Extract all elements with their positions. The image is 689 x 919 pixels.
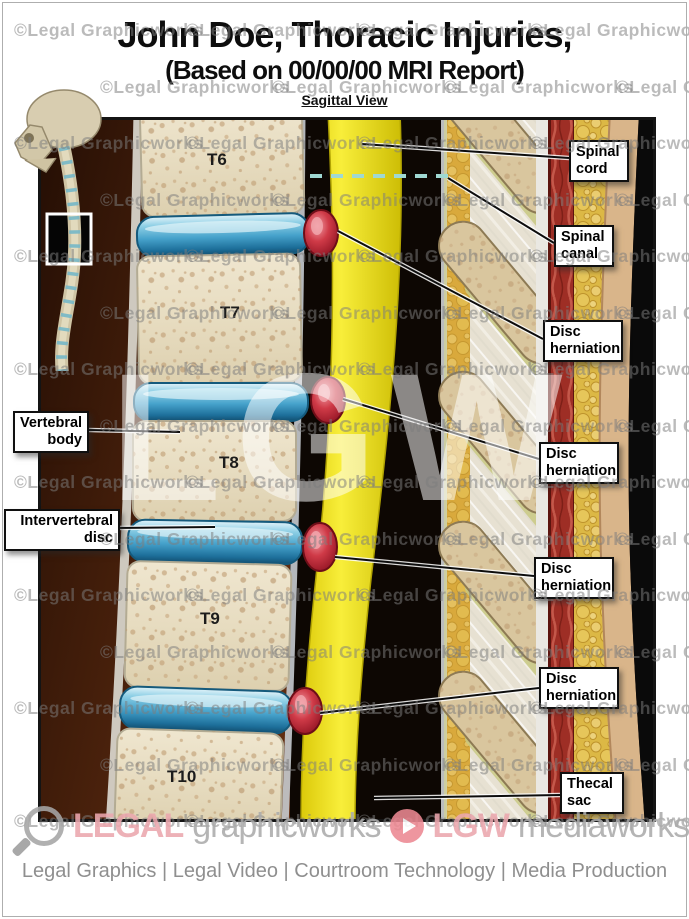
- posterior-background: [628, 117, 656, 822]
- vertebra-label-t8: T8: [219, 453, 239, 472]
- vertebra-label-t10: T10: [167, 767, 197, 786]
- disc-herniation-bulges: [287, 209, 346, 735]
- view-label: Sagittal View: [301, 92, 388, 108]
- spine-curve: [55, 140, 82, 371]
- label-spinal-canal: Spinal canal: [554, 225, 614, 268]
- label-thecal-sac: Thecal sac: [560, 772, 624, 815]
- brand-legal-accent: LEGAL: [73, 806, 184, 845]
- brand-mediaworks: mediaworks: [517, 806, 689, 845]
- vertebra-label-t7: T7: [220, 303, 240, 322]
- leader-lines: [88, 141, 570, 801]
- label-disc-herniation-2: Disc herniation: [539, 442, 619, 485]
- footer-brand-row: LEGAL graphicworks LGW mediaworks: [11, 804, 689, 858]
- label-disc-herniation-4: Disc herniation: [539, 667, 619, 710]
- skin-band: [598, 117, 645, 822]
- posterior-column: [438, 117, 656, 822]
- lgw-monogram-watermark: LGW: [110, 335, 577, 539]
- vertebra-label-t6: T6: [207, 150, 227, 169]
- vertebral-column: [113, 117, 346, 822]
- anterior-longitudinal-ligament: [105, 117, 143, 822]
- label-disc-herniation-1: Disc herniation: [543, 320, 623, 363]
- illustration-border: [38, 117, 656, 822]
- brand-graphicworks: graphicworks: [192, 806, 381, 845]
- magnifier-icon: [11, 806, 64, 858]
- vertebra-label-t9: T9: [200, 609, 220, 628]
- disc-t7-t8: [133, 382, 309, 422]
- disc-t9-t10: [118, 685, 294, 735]
- label-intervertebral-disc: Intervertebral disc: [4, 509, 120, 552]
- page-title: John Doe, Thoracic Injuries,: [117, 14, 572, 55]
- label-disc-herniation-3: Disc herniation: [534, 557, 614, 600]
- label-vertebral-body: Vertebral body: [13, 411, 89, 454]
- spine-overview-inset: [14, 89, 102, 371]
- page-subtitle: (Based on 00/00/00 MRI Report): [165, 55, 525, 85]
- play-icon: [389, 809, 424, 843]
- brand-lgw-accent: LGW: [432, 806, 510, 845]
- services-tagline: Legal Graphics | Legal Video | Courtroom…: [21, 860, 668, 882]
- disc-t6-t7: [135, 212, 311, 258]
- label-spinal-cord: Spinal cord: [569, 140, 629, 183]
